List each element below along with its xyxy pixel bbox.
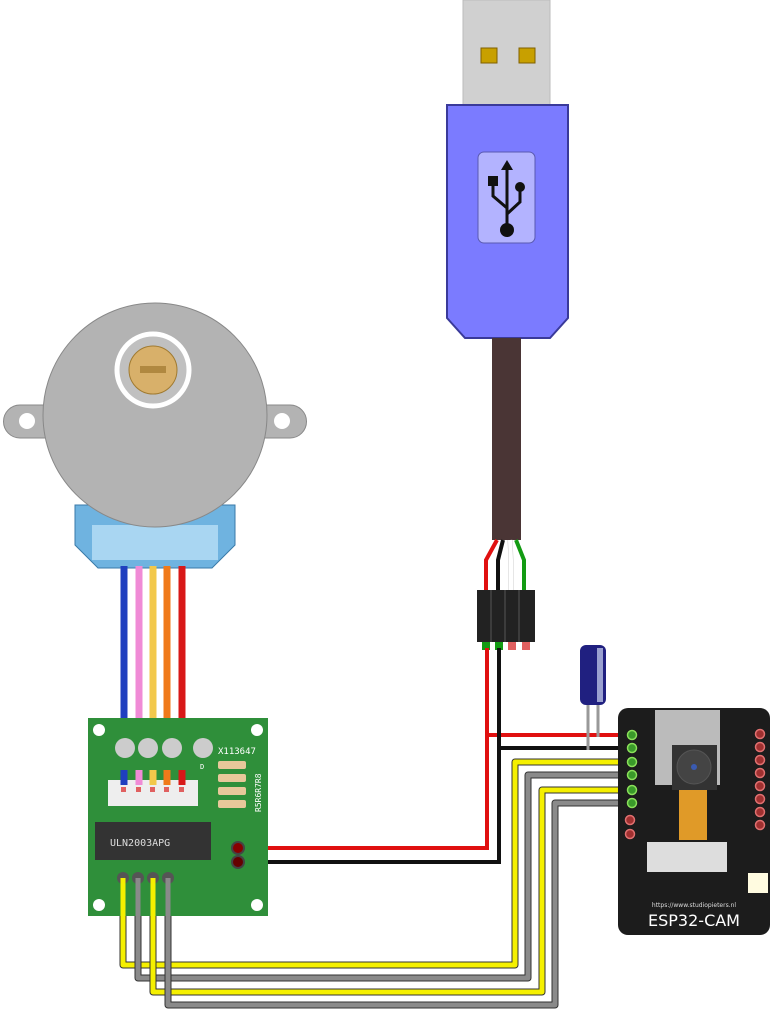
usb-cable [492, 338, 521, 540]
esp32-title: ESP32-CAM [648, 911, 740, 930]
chip-label: ULN2003APG [110, 838, 170, 849]
capacitor [580, 645, 606, 750]
esp32-url: https://www.studiopieters.nl [652, 902, 737, 909]
esp32-cam-board: https://www.studiopieters.nl ESP32-CAM [618, 708, 770, 935]
stepper-motor [3, 302, 307, 790]
led-label: D [200, 763, 204, 771]
uln2003-driver-board: D X113647 R5R6R7R8 ULN2003APG [88, 718, 268, 916]
usb-adapter [446, 0, 569, 650]
resistor-label: R5R6R7R8 [254, 773, 263, 812]
usb-icon [477, 151, 536, 244]
board-id: X113647 [218, 747, 256, 757]
power-wires [238, 648, 632, 864]
signal-wires [119, 758, 632, 1009]
pin-header [477, 590, 535, 650]
